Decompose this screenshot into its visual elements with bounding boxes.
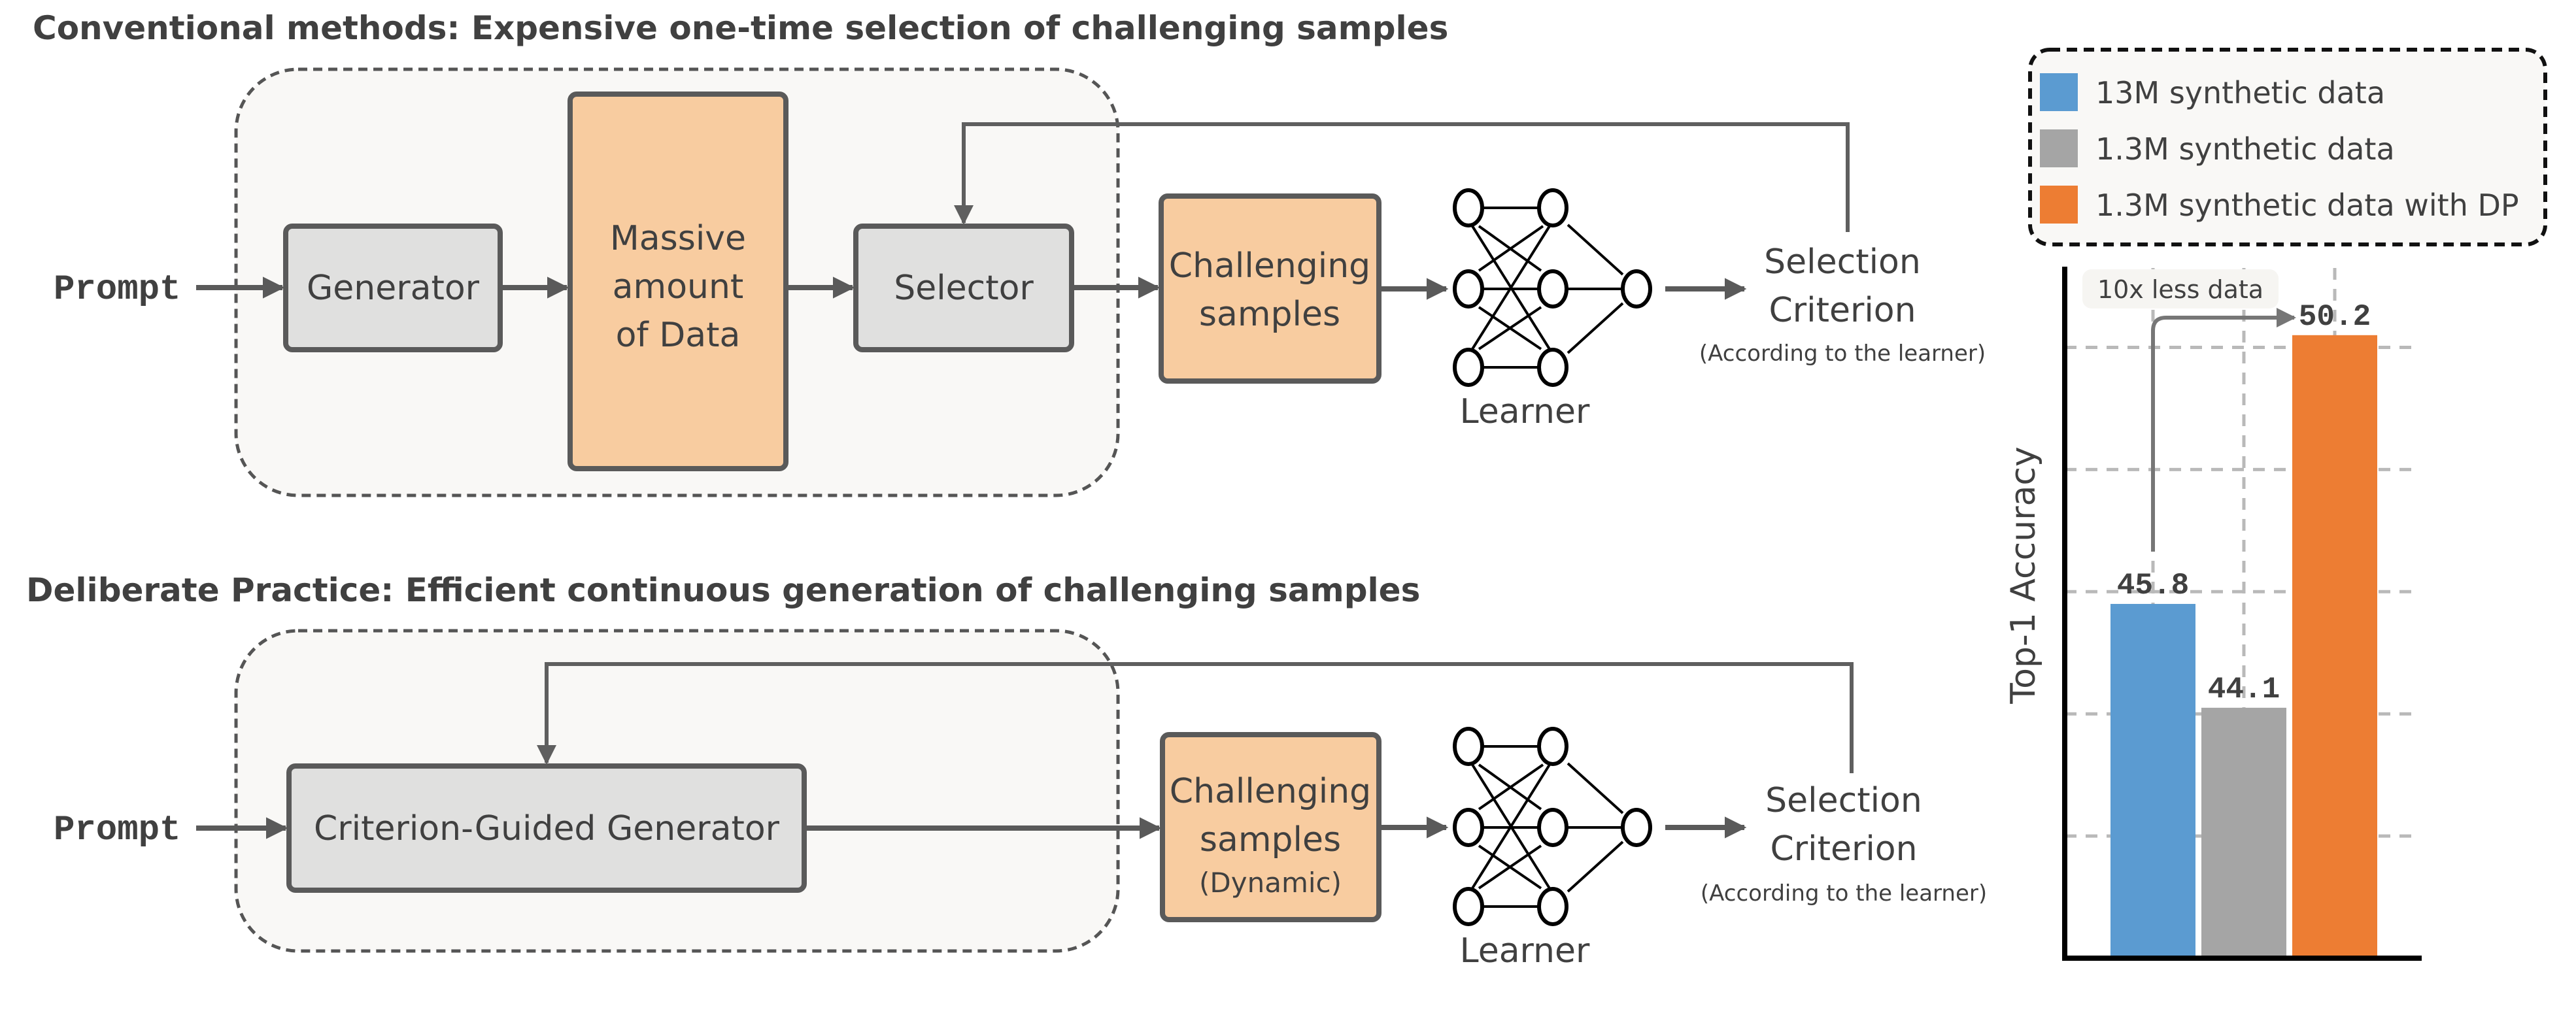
annotation-10x-less-data: 10x less data	[2082, 269, 2296, 552]
challenging-label-line-1: Challenging	[1169, 246, 1370, 286]
bar-value-label: 50.2	[2299, 300, 2371, 334]
dynamic-challenging-line-1: Challenging	[1170, 772, 1371, 811]
challenging-label-line-2: samples	[1199, 295, 1340, 334]
selection-criterion: Selection Criterion (According to the le…	[1701, 781, 1987, 907]
selector-label: Selector	[894, 269, 1034, 308]
y-axis-label: Top-1 Accuracy	[2004, 446, 2043, 705]
selector-box: Selector	[853, 224, 1074, 352]
criterion-guided-generator-box: Criterion-Guided Generator	[286, 763, 807, 893]
data-label-line-3: of Data	[616, 316, 741, 355]
legend-label-13m: 13M synthetic data	[2095, 75, 2385, 110]
selection-criterion: Selection Criterion (According to the le…	[1699, 242, 1986, 367]
annotation-arrow	[2151, 308, 2296, 552]
chart-legend: 13M synthetic data 1.3M synthetic data 1…	[2028, 48, 2547, 246]
learner-network-icon	[1453, 188, 1652, 387]
dynamic-challenging-line-3: (Dynamic)	[1199, 867, 1342, 899]
bar-1-3m	[2201, 707, 2286, 958]
section-title-conventional: Conventional methods: Expensive one-time…	[33, 9, 1448, 47]
criterion-note: (According to the learner)	[1701, 880, 1987, 907]
deliberate-practice-diagram: Deliberate Practice: Efficient continuou…	[26, 571, 1987, 971]
massive-data-box: Massive amount of Data	[568, 92, 788, 471]
prompt-label: Prompt	[54, 270, 180, 310]
legend-label-1-3m-dp: 1.3M synthetic data with DP	[2095, 188, 2519, 223]
bar-value-label: 45.8	[2117, 569, 2189, 603]
feedback-arrow-to-selector	[954, 122, 1850, 232]
section-title-deliberate-practice: Deliberate Practice: Efficient continuou…	[26, 571, 1420, 609]
annotation-text: 10x less data	[2097, 275, 2263, 304]
legend-label-1-3m: 1.3M synthetic data	[2095, 131, 2395, 167]
conventional-methods-diagram: Conventional methods: Expensive one-time…	[33, 9, 1986, 497]
guided-generator-label: Criterion-Guided Generator	[314, 809, 780, 848]
accuracy-chart: 13M synthetic data 1.3M synthetic data 1…	[2004, 48, 2547, 961]
bar-value-label: 44.1	[2208, 673, 2280, 707]
chart-bars: 45.8 44.1 50.2	[2110, 300, 2377, 958]
learner-label: Learner	[1460, 392, 1590, 431]
legend-swatch-orange	[2040, 186, 2078, 224]
criterion-note: (According to the learner)	[1699, 341, 1986, 367]
criterion-line-2: Criterion	[1769, 291, 1916, 330]
dynamic-challenging-line-2: samples	[1200, 820, 1341, 859]
bar-1-3m-dp	[2292, 335, 2377, 958]
data-label-line-1: Massive	[610, 219, 746, 258]
legend-swatch-grey	[2040, 129, 2078, 167]
learner-label: Learner	[1460, 931, 1590, 971]
dynamic-challenging-samples-box: Challenging samples (Dynamic)	[1160, 732, 1381, 922]
criterion-line-2: Criterion	[1770, 829, 1917, 869]
generator-box: Generator	[283, 224, 503, 352]
feedback-arrow-to-guided-generator	[537, 662, 1854, 773]
generator-label: Generator	[307, 269, 480, 308]
challenging-samples-box: Challenging samples	[1159, 193, 1381, 384]
criterion-line-1: Selection	[1764, 242, 1921, 282]
prompt-label: Prompt	[54, 810, 180, 850]
legend-swatch-blue	[2040, 73, 2078, 111]
learner-network-icon	[1453, 727, 1652, 926]
criterion-line-1: Selection	[1765, 781, 1922, 820]
data-label-line-2: amount	[613, 267, 744, 307]
bar-13m	[2110, 603, 2195, 958]
